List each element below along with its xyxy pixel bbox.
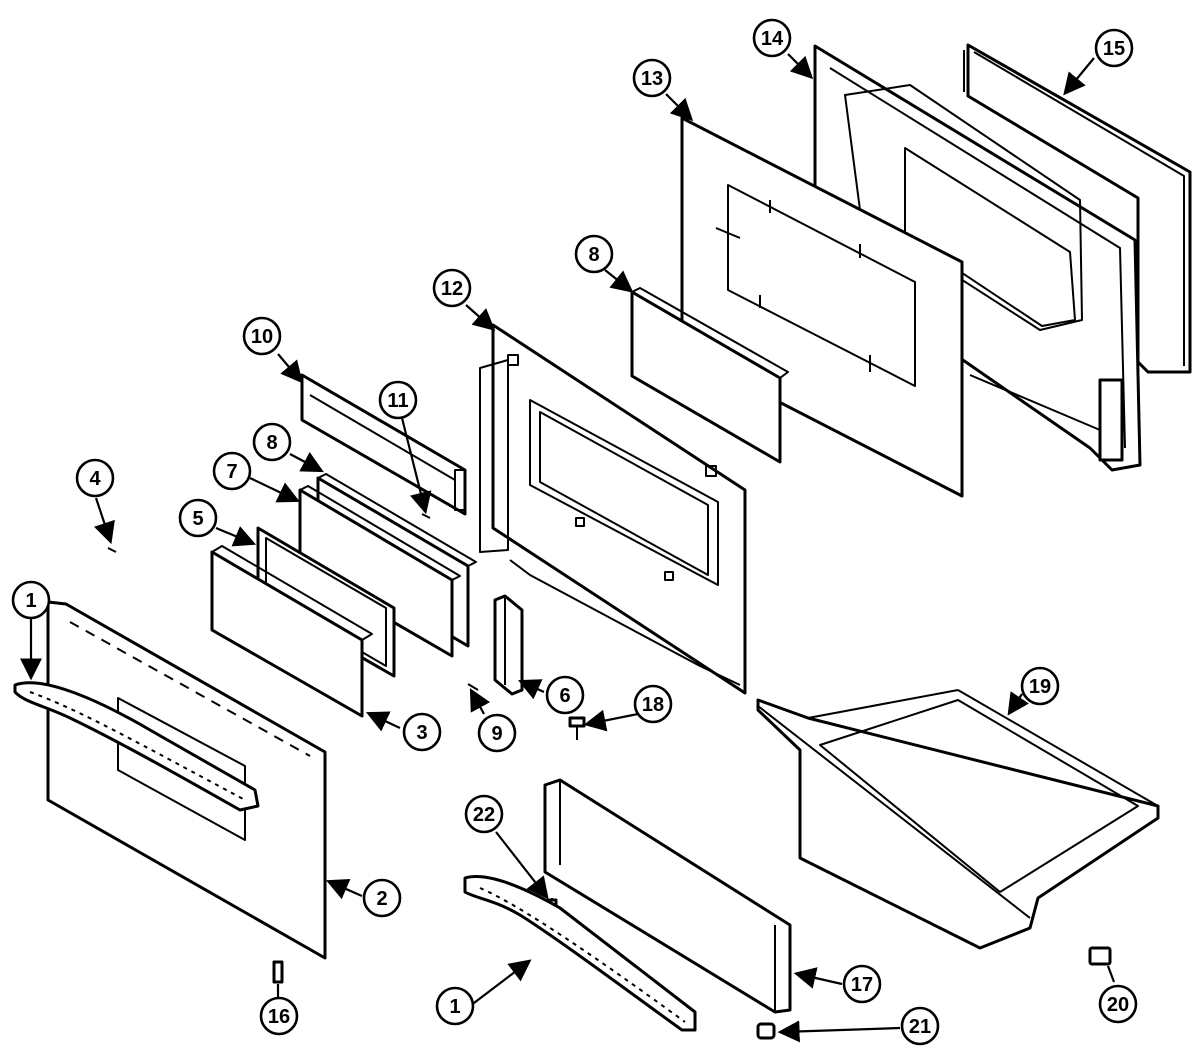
part-door-gasket: [963, 43, 1192, 374]
callout-4: 4: [75, 458, 115, 498]
svg-text:1: 1: [25, 590, 36, 612]
part-door-handle-upper: [13, 681, 260, 812]
svg-text:9: 9: [491, 723, 502, 745]
part-glass-support-channel: [300, 373, 467, 516]
callout-3: 3: [402, 712, 442, 752]
callout-1-drawer-handle: 1: [435, 986, 475, 1026]
part-screw-18: [568, 716, 586, 740]
svg-text:2: 2: [376, 888, 387, 910]
part-leveler-21: [756, 1022, 776, 1040]
part-drawer-front-panel: [543, 778, 792, 1014]
svg-text:16: 16: [268, 1006, 290, 1028]
callout-10: 10: [242, 316, 282, 356]
callout-6: 6: [545, 675, 585, 715]
part-glass-panel-7: [298, 485, 461, 658]
callout-21: 21: [900, 1006, 940, 1046]
callout-18: 18: [633, 684, 673, 724]
part-outer-glass: [210, 545, 373, 718]
svg-text:19: 19: [1029, 676, 1051, 698]
svg-text:5: 5: [192, 508, 203, 530]
part-screw-9: [467, 683, 479, 691]
part-drawer-handle-lower: [463, 875, 697, 1032]
part-door-inner-liner: [479, 323, 747, 695]
part-screw-11: [421, 513, 431, 519]
svg-text:15: 15: [1103, 38, 1125, 60]
callout-22: 22: [464, 794, 504, 834]
callout-5: 5: [178, 498, 218, 538]
callout-2: 2: [362, 878, 402, 918]
svg-text:1: 1: [449, 996, 460, 1018]
part-glass-panel-upper: [630, 287, 789, 464]
part-hinge-bracket: [493, 594, 524, 696]
callout-1-door-handle: 1: [11, 580, 51, 620]
callout-19: 19: [1020, 666, 1060, 706]
svg-text:14: 14: [761, 28, 784, 50]
svg-text:4: 4: [89, 468, 101, 490]
svg-text:22: 22: [473, 804, 495, 826]
svg-text:17: 17: [851, 974, 873, 996]
callout-7: 7: [212, 451, 252, 491]
svg-text:18: 18: [642, 694, 664, 716]
callout-13: 13: [632, 58, 672, 98]
callout-12: 12: [432, 268, 472, 308]
leader-lines: [20, 53, 1116, 1043]
part-door-outer-frame: [680, 116, 964, 498]
callout-11: 11: [378, 380, 418, 420]
callout-16: 16: [259, 996, 299, 1036]
svg-text:7: 7: [226, 461, 237, 483]
callout-8-lower: 8: [252, 422, 292, 462]
svg-text:8: 8: [588, 244, 599, 266]
svg-text:13: 13: [641, 68, 663, 90]
callout-20: 20: [1098, 984, 1138, 1024]
part-screw-4: [107, 547, 117, 553]
svg-text:12: 12: [441, 278, 463, 300]
callout-14: 14: [752, 18, 792, 58]
callout-15: 15: [1094, 28, 1134, 68]
callout-17: 17: [842, 964, 882, 1004]
callout-8-upper: 8: [574, 234, 614, 274]
svg-text:11: 11: [387, 390, 408, 412]
svg-text:3: 3: [416, 722, 427, 744]
part-storage-drawer: [756, 689, 1160, 950]
part-clip-20: [1088, 946, 1112, 966]
callout-9: 9: [477, 713, 517, 753]
part-screw-16: [272, 960, 284, 984]
svg-text:21: 21: [909, 1016, 931, 1038]
svg-text:8: 8: [266, 432, 277, 454]
svg-text:6: 6: [559, 685, 570, 707]
svg-text:20: 20: [1107, 994, 1129, 1016]
svg-text:10: 10: [251, 326, 273, 348]
